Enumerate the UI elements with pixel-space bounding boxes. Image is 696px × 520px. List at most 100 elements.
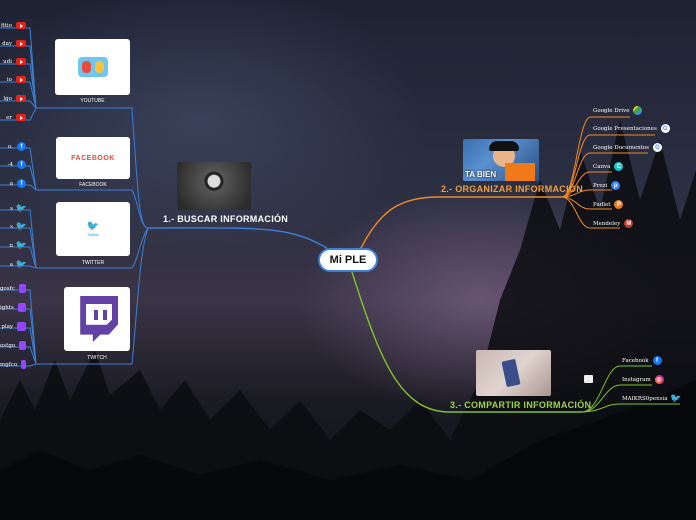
twitch-icon (21, 360, 26, 369)
youtube-leaf[interactable]: udi (0, 58, 26, 65)
twitch-leaf[interactable]: play (0, 322, 26, 331)
youtube-leaf[interactable]: io (0, 76, 26, 83)
twitch-leaf[interactable]: ostgo (0, 341, 26, 350)
twitch-icon (19, 341, 26, 350)
leaf-label: n (9, 242, 13, 249)
branch-compartir-label[interactable]: 3.- COMPARTIR INFORMACIÓN (450, 400, 592, 410)
leaf-label: lgo (3, 95, 12, 102)
youtube-icon (16, 22, 26, 29)
youtube-icon (16, 40, 26, 47)
google-icon: G (660, 124, 670, 133)
instagram-icon: ◎ (654, 375, 664, 384)
phone-shape (501, 358, 521, 388)
youtube-icon (16, 114, 26, 121)
twitter-card[interactable]: 🐦 Twitter (56, 202, 130, 256)
leaf-label: Instagram (622, 376, 651, 383)
leaf-label: day (2, 40, 12, 47)
youtube-icon (16, 76, 26, 83)
leaf-label: er (6, 114, 12, 121)
leaf-label: a (9, 261, 13, 268)
twitter-leaf[interactable]: s🐦 (0, 221, 27, 231)
facebook-icon: f (17, 179, 26, 188)
leaf-label: -4 (7, 161, 13, 168)
twitter-card-label: TWITTER (81, 260, 105, 266)
leaf-label: Prezi (593, 182, 608, 189)
leaf-label: Google Presentaciones (593, 125, 657, 132)
google-drive-icon (633, 106, 643, 115)
leaf-label: ostgo (0, 342, 16, 349)
youtube-logo-icon (77, 57, 108, 77)
organizar-leaf[interactable]: Google Drive (593, 106, 643, 115)
note-icon[interactable] (584, 375, 593, 383)
leaf-label: o. (8, 143, 13, 150)
twitter-leaf[interactable]: n🐦 (0, 240, 27, 250)
google-icon: G (653, 143, 662, 152)
twitch-logo-icon (80, 296, 118, 342)
leaf-label: play (1, 323, 13, 330)
facebook-icon: f (17, 142, 26, 151)
leaf-label: mgfco (0, 361, 18, 368)
padlet-icon: P (614, 200, 624, 209)
branch-organizar-label[interactable]: 2.- ORGANIZAR INFORMACIÓN (441, 184, 583, 194)
leaf-label: s (10, 223, 13, 230)
leaf-label: Google Documentos (593, 144, 649, 151)
twitch-card-label: TWITCH (87, 355, 107, 361)
leaf-label: Google Drive (593, 107, 630, 114)
facebook-icon: f (17, 160, 26, 169)
link-root-organizar (359, 196, 562, 251)
root-node[interactable]: Mi PLE (318, 248, 378, 272)
facebook-leaf[interactable]: o. f (0, 142, 26, 151)
twitch-leaf[interactable]: gosfc (0, 284, 26, 293)
mendeley-icon: M (624, 219, 634, 228)
leaf-label: ights (0, 304, 14, 311)
leaf-label: s (10, 205, 13, 212)
organizar-leaf[interactable]: Google Documentos G (593, 143, 662, 152)
organizar-image: TA BIEN (463, 139, 539, 181)
youtube-icon (16, 95, 26, 102)
youtube-leaf[interactable]: er (0, 114, 26, 121)
link-root-compartir (351, 271, 582, 413)
twitch-icon (17, 322, 26, 331)
twitter-leaf[interactable]: a🐦 (0, 259, 28, 269)
twitter-leaf[interactable]: s🐦 (0, 203, 27, 213)
branch-buscar-label[interactable]: 1.- BUSCAR INFORMACIÓN (163, 214, 289, 224)
facebook-card[interactable]: FACEBOOK (56, 137, 130, 179)
youtube-card[interactable] (55, 39, 130, 95)
prezi-icon: p (611, 181, 621, 190)
leaf-label: Padlet (593, 201, 611, 208)
facebook-card-label: FACEBOOK (79, 182, 107, 188)
twitch-icon (17, 303, 26, 312)
link-root-buscar (147, 227, 331, 251)
compartir-leaf[interactable]: MAIKRS0pensia🐦 (622, 393, 682, 403)
twitter-bird-icon: 🐦 (86, 221, 100, 232)
leaf-label: a (9, 180, 13, 187)
youtube-card-label: YOUTUBE (80, 98, 105, 104)
youtube-leaf[interactable]: lgo (0, 95, 26, 102)
twitter-icon: 🐦 (670, 393, 682, 403)
leaf-label: udi (3, 58, 12, 65)
leaf-label: Canva (593, 163, 611, 170)
twitter-logo-text: Twitter (87, 232, 99, 237)
youtube-leaf[interactable]: day (0, 40, 26, 47)
leaf-label: io (6, 76, 12, 83)
canva-icon: C (614, 162, 624, 171)
youtube-leaf[interactable]: fitio (0, 22, 26, 29)
twitch-leaf[interactable]: ights (0, 303, 26, 312)
facebook-leaf[interactable]: -4 f (0, 160, 26, 169)
leaf-label: Facebook (622, 357, 649, 364)
twitch-leaf[interactable]: mgfco (0, 360, 26, 369)
compartir-leaf[interactable]: Instagram◎ (622, 375, 664, 384)
facebook-logo-text: FACEBOOK (71, 154, 115, 162)
twitter-icon: 🐦 (15, 259, 28, 269)
twitch-card[interactable] (64, 287, 130, 351)
leaf-label: MAIKRS0pensia (622, 395, 668, 402)
